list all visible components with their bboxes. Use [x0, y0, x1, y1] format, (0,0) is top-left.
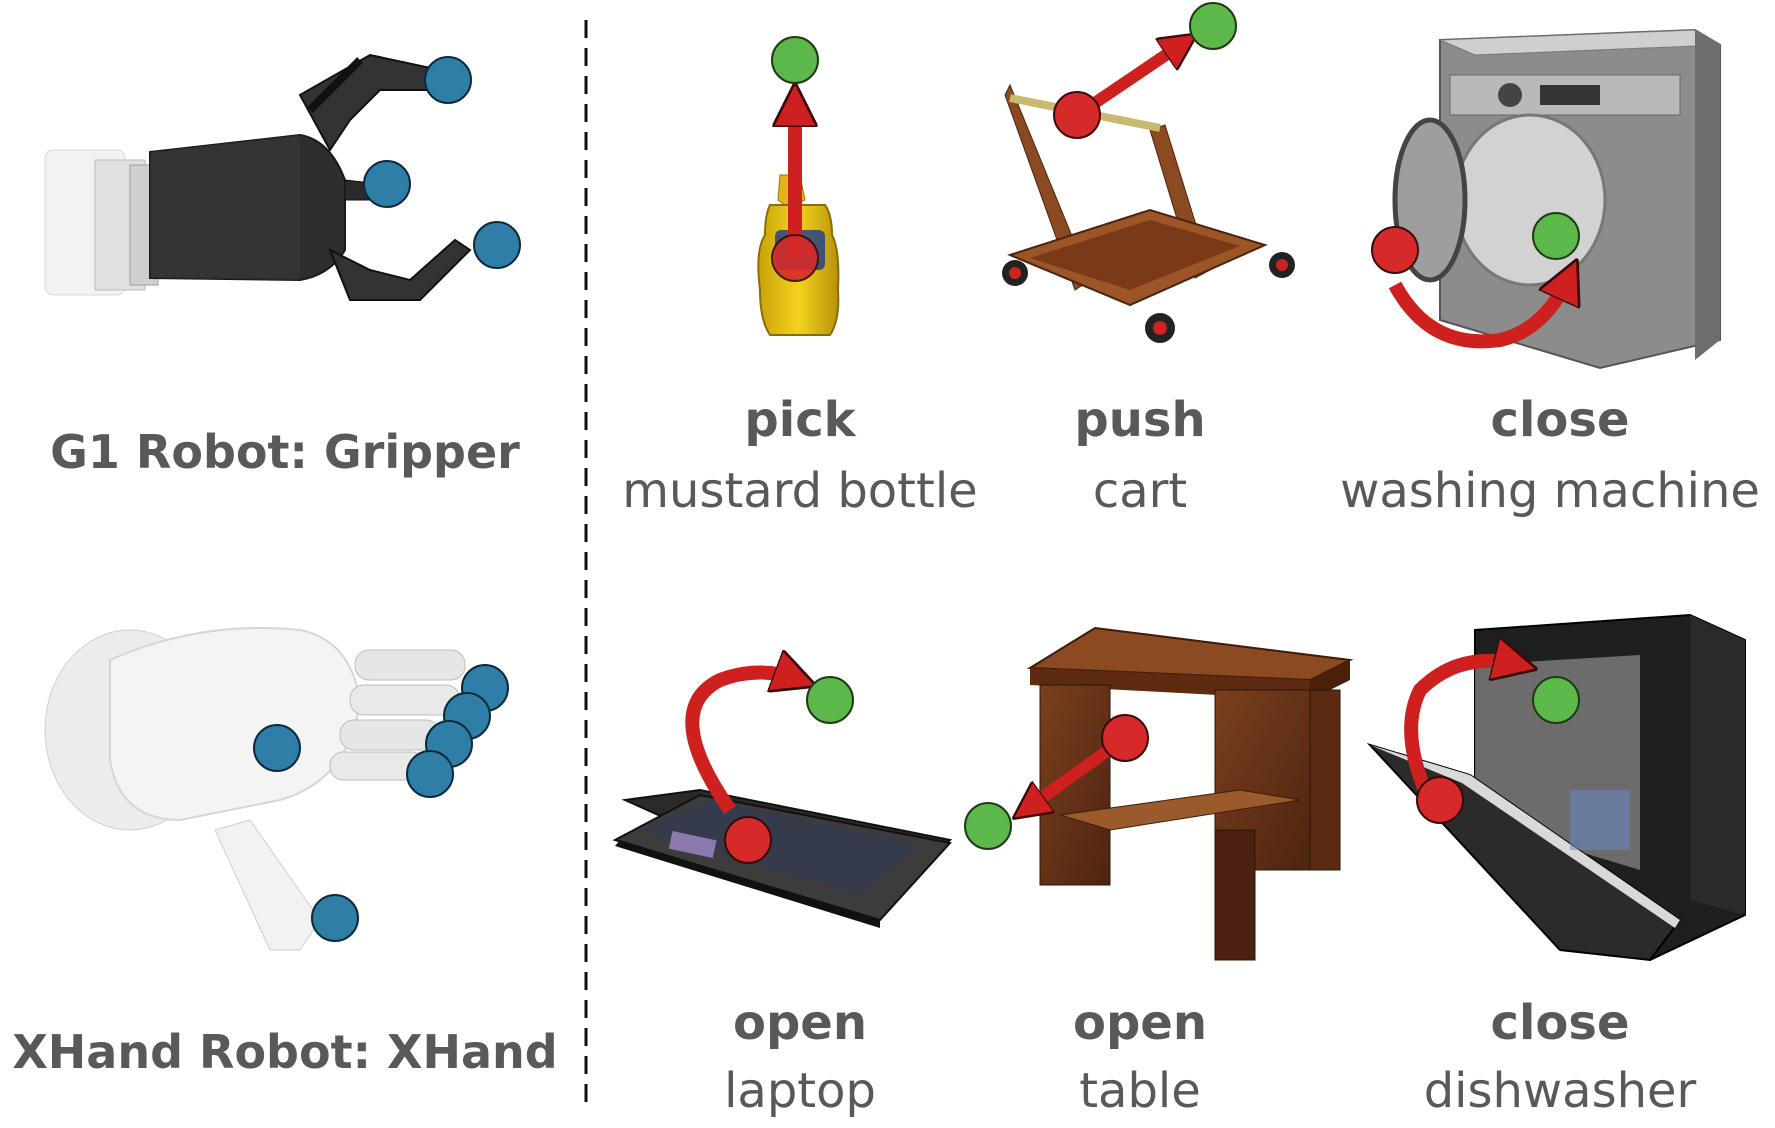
- push-start-marker: [1053, 91, 1101, 139]
- close-washer-arrow: [1388, 275, 1570, 349]
- xhand-image: [44, 627, 466, 951]
- task-object-dishwasher: dishwasher: [1423, 1063, 1697, 1119]
- close-washer-goal-marker: [1532, 212, 1580, 260]
- task-verb-pick: pick: [744, 392, 856, 448]
- laptop-image: [612, 788, 953, 928]
- task-object-mustard-bottle: mustard bottle: [622, 463, 978, 519]
- gripper-image: [44, 53, 472, 301]
- task-object-washing-machine: washing machine: [1340, 463, 1760, 519]
- cart-image: [1002, 83, 1295, 343]
- pick-goal-marker: [771, 36, 819, 84]
- washing-machine-image: [1392, 28, 1722, 370]
- task-verb-close-washer: close: [1490, 392, 1630, 448]
- open-table-start-marker: [1101, 714, 1149, 762]
- close-dishwasher-goal-marker: [1532, 676, 1580, 724]
- gripper-contact-points: [363, 56, 521, 269]
- xhand-contact-points: [253, 664, 509, 942]
- close-washer-start-marker: [1371, 226, 1419, 274]
- robot-title-gripper: G1 Robot: Gripper: [50, 425, 520, 479]
- task-object-table: table: [1079, 1063, 1201, 1119]
- push-goal-marker: [1189, 2, 1237, 50]
- task-verb-push: push: [1074, 392, 1206, 448]
- open-table-goal-marker: [964, 802, 1012, 850]
- task-verb-open-table: open: [1072, 995, 1208, 1051]
- open-laptop-start-marker: [724, 816, 772, 864]
- robot-title-xhand: XHand Robot: XHand: [12, 1025, 558, 1079]
- pick-start-marker: [771, 234, 819, 282]
- task-verb-open-laptop: open: [732, 995, 868, 1051]
- open-laptop-goal-marker: [806, 676, 854, 724]
- close-dishwasher-start-marker: [1416, 776, 1464, 824]
- task-object-cart: cart: [1092, 463, 1188, 519]
- task-object-laptop: laptop: [724, 1063, 876, 1119]
- open-laptop-arrow: [685, 673, 800, 815]
- table-image: [1026, 626, 1354, 961]
- task-verb-close-dishwasher: close: [1490, 995, 1630, 1051]
- close-dishwasher-arrow: [1404, 661, 1520, 793]
